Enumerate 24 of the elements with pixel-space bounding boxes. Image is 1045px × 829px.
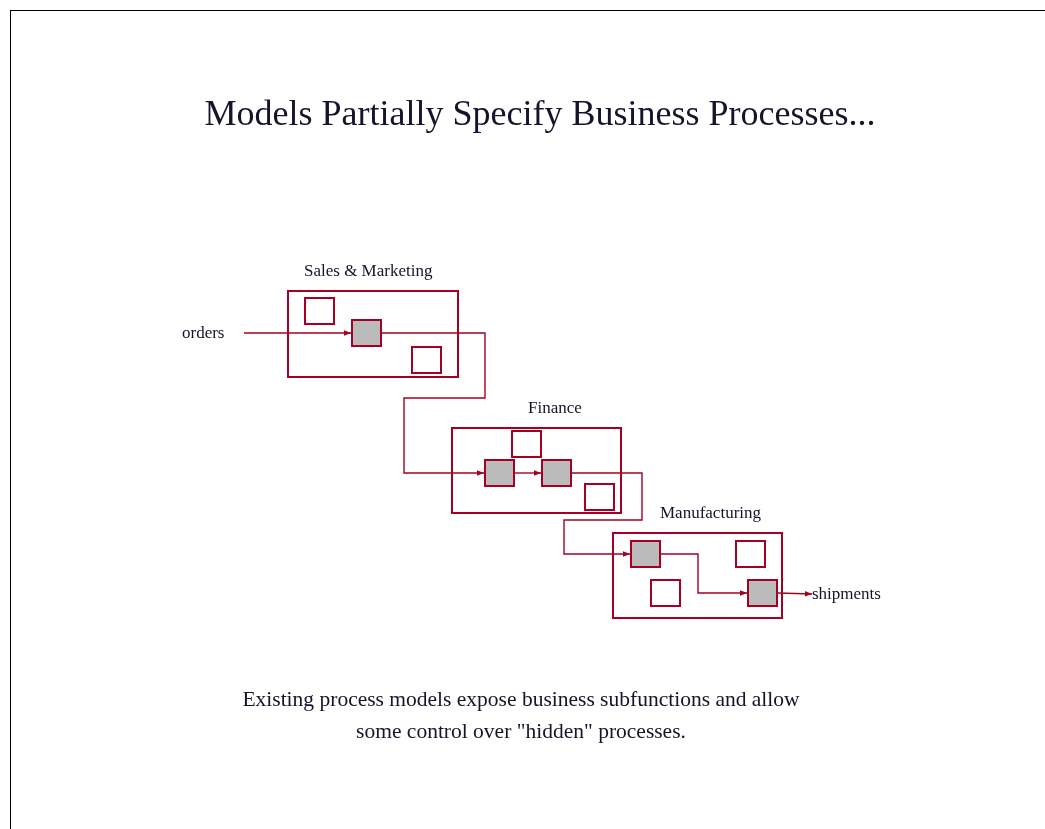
flow-label: shipments [812,583,897,605]
process-box-shaded [484,459,515,487]
process-box-shaded [630,540,661,568]
flow-arrow [514,470,542,476]
process-box [650,579,681,607]
process-box [304,297,335,325]
process-box-shaded [541,459,572,487]
process-box [735,540,766,568]
flow-arrow [243,330,352,336]
caption: Existing process models expose business subfunctions and allow some control over "hidden" processes. [241,686,801,745]
process-box [411,346,442,374]
group-heading: Manufacturing [660,502,762,524]
flow-arrow [777,591,813,597]
slide-title: Models Partially Specify Business Processes... [203,92,877,134]
group-heading: Sales & Marketing [304,260,433,282]
flow-label: orders [182,322,244,344]
process-box [584,483,615,511]
flow-arrow [660,553,748,596]
flow-arrow [381,332,486,476]
group-heading: Finance [528,397,582,419]
flow-arrow [563,472,643,557]
process-box-shaded [747,579,778,607]
process-box [511,430,542,458]
process-box-shaded [351,319,382,347]
